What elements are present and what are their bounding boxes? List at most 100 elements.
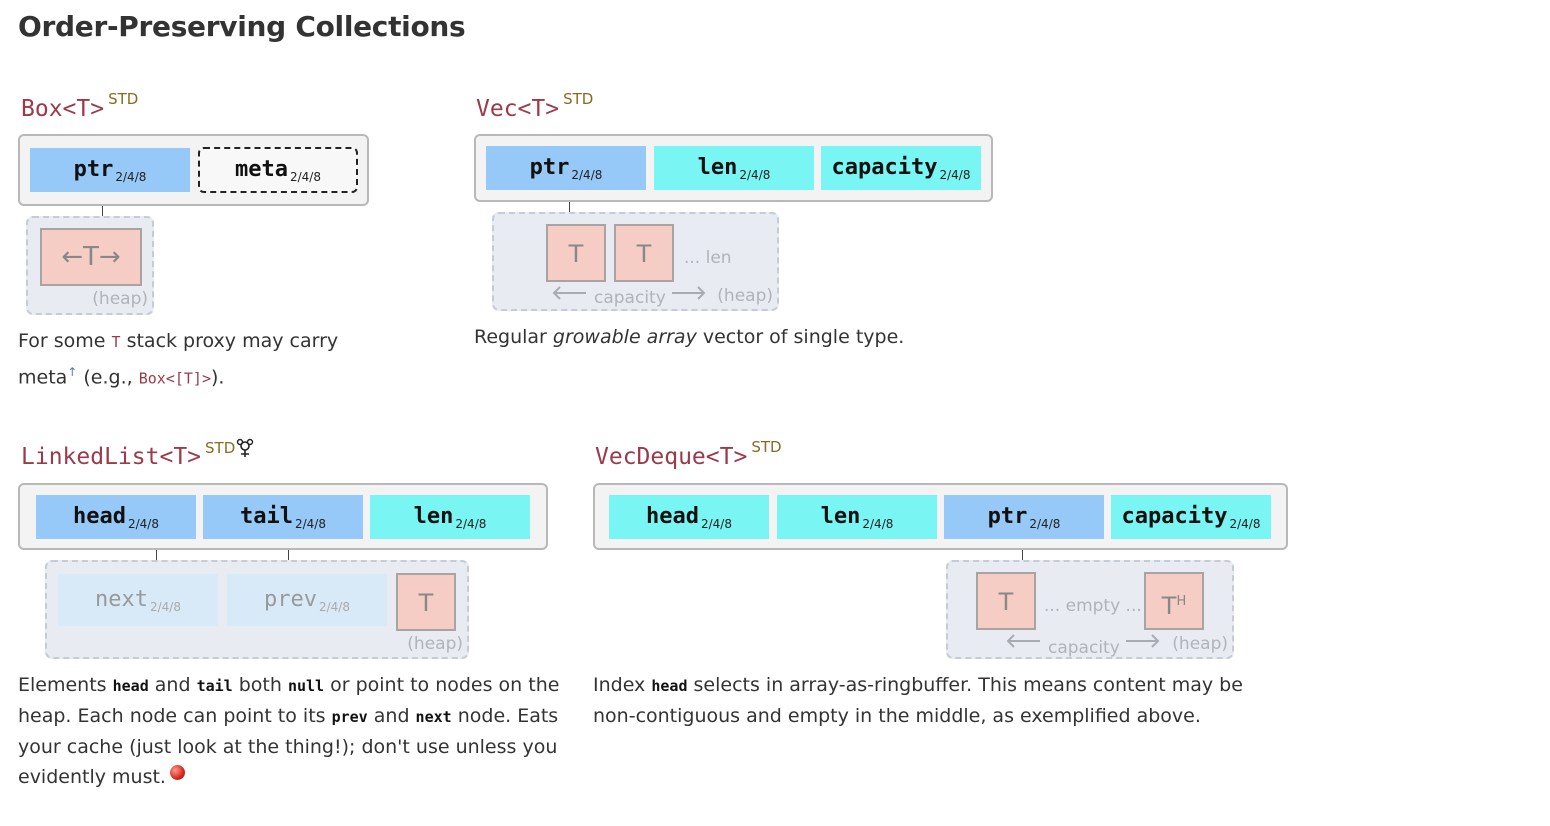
- vec-capacity-arrow-left-icon: [552, 286, 586, 300]
- linkedlist-len-label: len: [413, 504, 454, 529]
- box-heap-region: ←T→ (heap): [26, 216, 154, 315]
- vecdeque-ptr-label: ptr: [987, 504, 1028, 529]
- vec-type-name: Vec<T>: [476, 96, 560, 122]
- box-heap-label: (heap): [92, 289, 148, 309]
- vec-capacity-marker: capacity: [594, 288, 666, 308]
- linkedlist-node-t: T: [396, 573, 456, 631]
- vec-capacity-size: 2/4/8: [939, 168, 971, 182]
- vecdeque-len-size: 2/4/8: [862, 517, 894, 531]
- box-desc-code-box: Box<[T]>: [138, 369, 211, 388]
- box-desc-code-t: T: [111, 333, 121, 351]
- ll-desc-text-3: both: [232, 674, 288, 696]
- vd-desc-code-head: head: [651, 677, 688, 695]
- linkedlist-type-name: LinkedList<T>: [21, 444, 202, 470]
- vecdeque-heap-region: T ... empty ... TH capacity (heap): [946, 560, 1234, 659]
- vec-capacity-arrow-right-icon: [672, 286, 706, 300]
- linkedlist-prev-size: 2/4/8: [318, 600, 350, 614]
- vec-ptr-size: 2/4/8: [571, 168, 603, 182]
- box-desc-text-4: ).: [210, 366, 225, 389]
- vec-pointer-line: [569, 202, 570, 213]
- vecdeque-capacity-marker: capacity: [1048, 638, 1120, 658]
- linkedlist-title: LinkedList<T>STD: [21, 439, 255, 470]
- box-pointer-line: [102, 206, 103, 217]
- vecdeque-capacity-size: 2/4/8: [1229, 517, 1261, 531]
- red-circle-icon: [169, 765, 185, 780]
- linkedlist-heap-label: (heap): [407, 634, 463, 654]
- vecdeque-title: VecDeque<T>STD: [595, 438, 782, 470]
- vec-std-tag: STD: [563, 90, 594, 108]
- ll-desc-code-prev: prev: [331, 708, 368, 726]
- linkedlist-tail-pointer-line: [288, 550, 289, 561]
- box-description: For some T stack proxy may carry meta↑ (…: [18, 326, 398, 393]
- vec-heap-region: T T ... len capacity (heap): [492, 212, 779, 311]
- linkedlist-next-label: next: [95, 587, 148, 612]
- vecdeque-head-marker: H: [1176, 594, 1187, 609]
- vec-heap-t-2: T: [614, 224, 674, 282]
- box-meta-size: 2/4/8: [289, 170, 321, 184]
- vec-len-size: 2/4/8: [739, 168, 771, 182]
- vecdeque-description: Index head selects in array-as-ringbuffe…: [593, 670, 1253, 731]
- vecdeque-pointer-line: [1022, 550, 1023, 561]
- ll-desc-text-5: and: [367, 705, 416, 727]
- box-ptr-size: 2/4/8: [115, 170, 147, 184]
- box-meta-label: meta: [235, 157, 288, 182]
- ll-desc-code-tail: tail: [196, 677, 233, 695]
- box-ptr-label: ptr: [73, 157, 114, 182]
- vecdeque-heap-t-head: TH: [1144, 572, 1204, 630]
- box-heap-t: ←T→: [40, 228, 142, 286]
- vec-heap-t-1: T: [546, 224, 606, 282]
- vec-heap-label: (heap): [717, 286, 773, 306]
- vd-desc-text-2: selects in array-as-ringbuffer. This mea…: [593, 674, 1243, 727]
- linkedlist-tail-label: tail: [240, 504, 293, 529]
- vec-desc-text-2: vector of single type.: [696, 326, 905, 348]
- vecdeque-std-tag: STD: [751, 438, 782, 456]
- linkedlist-head-size: 2/4/8: [127, 517, 159, 531]
- ll-desc-text-1: Elements: [18, 674, 113, 696]
- linkedlist-head-pointer-line: [156, 550, 157, 561]
- vecdeque-empty-marker: ... empty ...: [1044, 596, 1142, 616]
- box-std-tag: STD: [108, 90, 139, 108]
- linkedlist-prev-label: prev: [264, 587, 317, 612]
- linkedlist-next-size: 2/4/8: [149, 600, 181, 614]
- ll-desc-text-6: node. Eats your cache (just look at the …: [18, 705, 559, 788]
- vecdeque-head-t-text: T: [1161, 592, 1177, 620]
- vecdeque-capacity-arrow-right-icon: [1126, 634, 1160, 648]
- vecdeque-capacity-arrow-left-icon: [1006, 634, 1040, 648]
- linkedlist-len-size: 2/4/8: [455, 517, 487, 531]
- box-title: Box<T>STD: [21, 90, 138, 122]
- box-desc-footnote-link[interactable]: ↑: [67, 365, 78, 379]
- page-title: Order-Preserving Collections: [18, 10, 466, 43]
- vec-title: Vec<T>STD: [476, 90, 593, 122]
- vecdeque-head-size: 2/4/8: [700, 517, 732, 531]
- vecdeque-heap-label: (heap): [1172, 634, 1228, 654]
- ll-desc-code-head: head: [112, 677, 149, 695]
- vec-desc-text-1: Regular: [474, 326, 553, 348]
- linkedlist-std-tag: STD: [205, 439, 255, 457]
- hazard-icon: [237, 438, 254, 457]
- vec-capacity-label: capacity: [831, 155, 938, 180]
- linkedlist-std-text: STD: [205, 438, 236, 457]
- ll-desc-code-next: next: [415, 708, 452, 726]
- linkedlist-head-label: head: [73, 504, 126, 529]
- ll-desc-text-2: and: [148, 674, 197, 696]
- vecdeque-heap-t-first: T: [976, 572, 1036, 630]
- box-type-name: Box<T>: [21, 96, 105, 122]
- linkedlist-description: Elements head and tail both null or poin…: [18, 670, 563, 792]
- vec-len-label: len: [697, 155, 738, 180]
- vecdeque-type-name: VecDeque<T>: [595, 444, 748, 470]
- vec-len-marker: ... len: [684, 248, 732, 268]
